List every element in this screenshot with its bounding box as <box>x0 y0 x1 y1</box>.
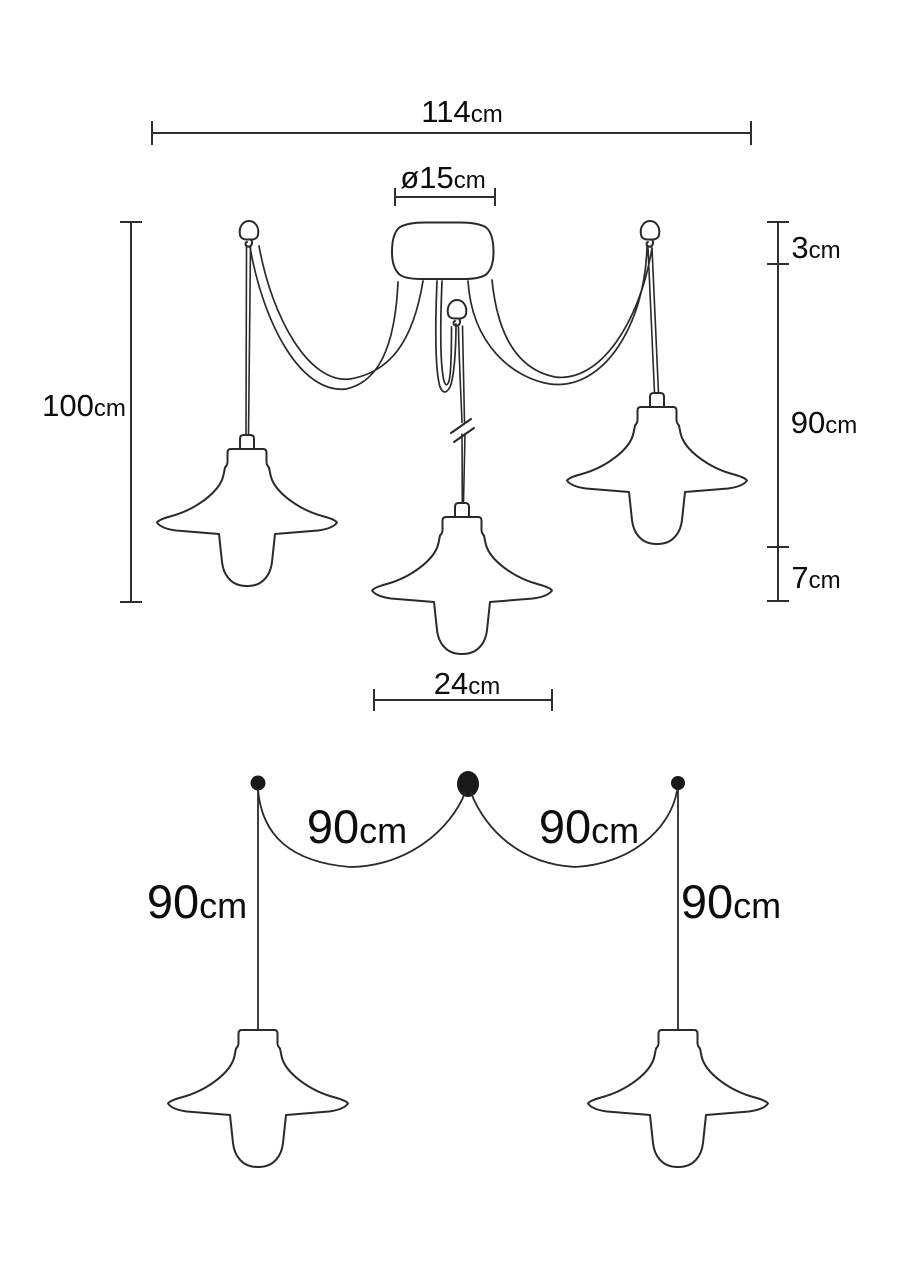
label-canopy-height: 3cm <box>791 230 840 265</box>
label-canopy-diameter: ø15cm <box>400 160 485 195</box>
dimension-labels: 114cm ø15cm 100cm 3cm 90cm 7cm 24cm 90cm… <box>42 94 857 928</box>
label-drop-left: 90cm <box>147 875 247 928</box>
label-total-height: 100cm <box>42 388 126 423</box>
hook-knob-right <box>639 220 661 248</box>
dim-line-canopy-diameter <box>394 188 496 206</box>
label-total-width: 114cm <box>421 94 502 129</box>
top-view-diagram <box>156 220 748 655</box>
lamp-shade-bottom-right <box>587 1029 769 1168</box>
hook-knob-left <box>238 220 260 248</box>
dim-line-shade-width <box>373 689 553 711</box>
slack-loop-cable <box>434 280 457 393</box>
swag-cable-right <box>467 246 653 386</box>
ferrule-right <box>649 392 665 408</box>
drop-cable-left <box>245 246 252 436</box>
cable-break-mark <box>450 418 475 443</box>
label-swag-left: 90cm <box>307 800 407 853</box>
ceiling-canopy <box>391 221 495 280</box>
drop-cable-right <box>647 247 660 394</box>
ceiling-point-left <box>250 775 266 791</box>
ceiling-point-center <box>457 771 479 797</box>
swag-cable-left <box>249 245 424 390</box>
dim-line-right-stack <box>767 221 789 602</box>
label-shade-width: 24cm <box>434 666 500 701</box>
ceiling-point-right <box>671 776 685 790</box>
bottom-view-diagram <box>167 771 769 1168</box>
label-cord-length: 90cm <box>791 405 857 440</box>
hook-knob-center <box>446 299 468 327</box>
dim-line-total-width <box>151 121 752 145</box>
swag-curve-left <box>257 789 466 868</box>
swag-curve-right <box>470 790 678 868</box>
lamp-shade-top-center <box>371 516 553 655</box>
ferrule-left <box>239 434 255 450</box>
label-swag-right: 90cm <box>539 800 639 853</box>
drop-cable-center <box>450 325 475 504</box>
lamp-shade-top-right <box>566 406 748 545</box>
lamp-shade-bottom-left <box>167 1029 349 1168</box>
dim-line-total-height <box>120 221 142 603</box>
lamp-shade-top-left <box>156 448 338 587</box>
dimension-lines <box>120 121 789 711</box>
label-shade-height: 7cm <box>791 560 840 595</box>
ferrule-center <box>454 502 470 518</box>
label-drop-right: 90cm <box>681 875 781 928</box>
